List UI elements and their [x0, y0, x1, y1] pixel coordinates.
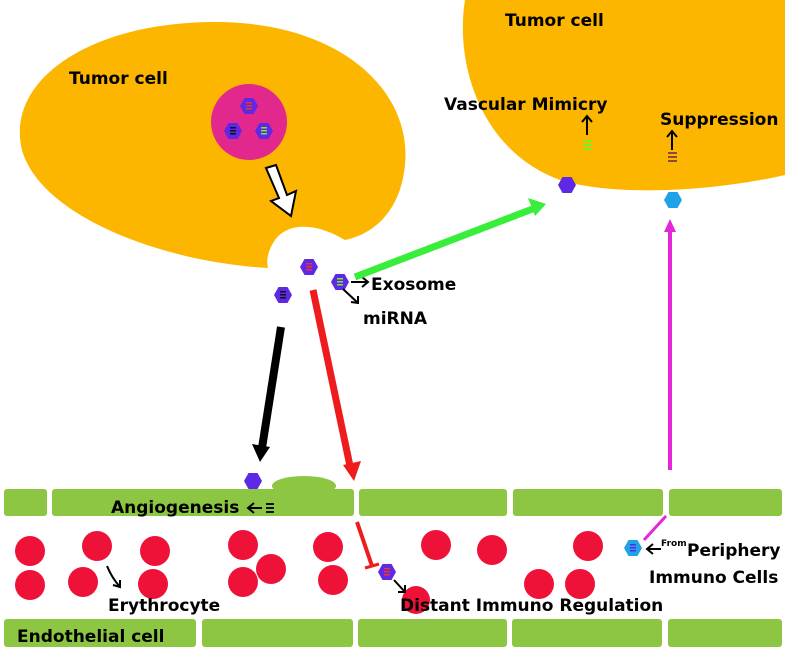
inhibition-bar-icon: [355, 521, 380, 570]
exosome-red-mirna: [300, 259, 318, 275]
magenta-suppression-arrow: [664, 219, 676, 470]
mirna-green-mark: [583, 140, 592, 150]
erythrocytes: [15, 530, 603, 614]
endothelial-upper-layer: [4, 476, 782, 516]
erythrocyte-pointer-arrow: [106, 565, 121, 588]
endothelial-lower-layer: [4, 619, 782, 647]
erythrocyte-pointer-head: [112, 580, 121, 589]
endothelial-cell-label: Endothelial cell: [17, 627, 164, 647]
red-immuno-arrow: [309, 289, 361, 481]
exosome-distant-immuno: [378, 564, 396, 580]
mvb-exosome-green: [255, 123, 273, 139]
mirna-pointer-arrow: [342, 288, 359, 305]
suppression-label: Suppression: [660, 110, 778, 130]
tumor-cell-left-label: Tumor cell: [69, 69, 168, 89]
exosome-pointer-arrow: [351, 276, 370, 288]
tumor-cell-right: [462, 0, 785, 191]
exosome-blue-receptor: [664, 192, 682, 208]
magenta-periphery-connector: [642, 514, 668, 542]
left-arrow-icon: [246, 502, 262, 514]
green-transfer-arrow: [353, 198, 546, 281]
vascular-mimicry-label: Vascular Mimicry: [444, 95, 607, 115]
mirna-brown-mark: [668, 152, 677, 162]
exosome-angiogenesis: [244, 473, 262, 489]
black-angiogenesis-arrow: [252, 326, 285, 462]
angiogenesis-label: Angiogenesis: [111, 498, 239, 518]
exosome-green-mirna: [331, 274, 349, 290]
exosome-periphery-blue: [624, 540, 642, 556]
up-arrow-icon: [666, 129, 678, 150]
multivesicular-body: [211, 84, 287, 160]
up-arrow-icon: [581, 114, 593, 135]
immuno-cells-label: Immuno Cells: [649, 568, 778, 588]
block-arrow-down-icon: [264, 163, 298, 218]
exosome-black-mirna: [274, 287, 292, 303]
mvb-exosome-red: [240, 98, 258, 114]
periphery-label: Periphery: [687, 541, 780, 561]
exosome-label: Exosome: [371, 275, 456, 295]
from-label: From: [661, 539, 687, 549]
distant-immuno-regulation-label: Distant Immuno Regulation: [400, 596, 663, 616]
tumor-cell-left: [19, 22, 406, 268]
mvb-exosome-black: [224, 123, 242, 139]
periphery-pointer-arrow: [645, 543, 661, 555]
mirna-label: miRNA: [363, 309, 428, 329]
erythrocyte-label: Erythrocyte: [108, 596, 220, 616]
tumor-cell-right-label: Tumor cell: [505, 11, 604, 31]
distant-immuno-pointer: [393, 579, 406, 593]
mirna-black-mark: [266, 503, 274, 513]
